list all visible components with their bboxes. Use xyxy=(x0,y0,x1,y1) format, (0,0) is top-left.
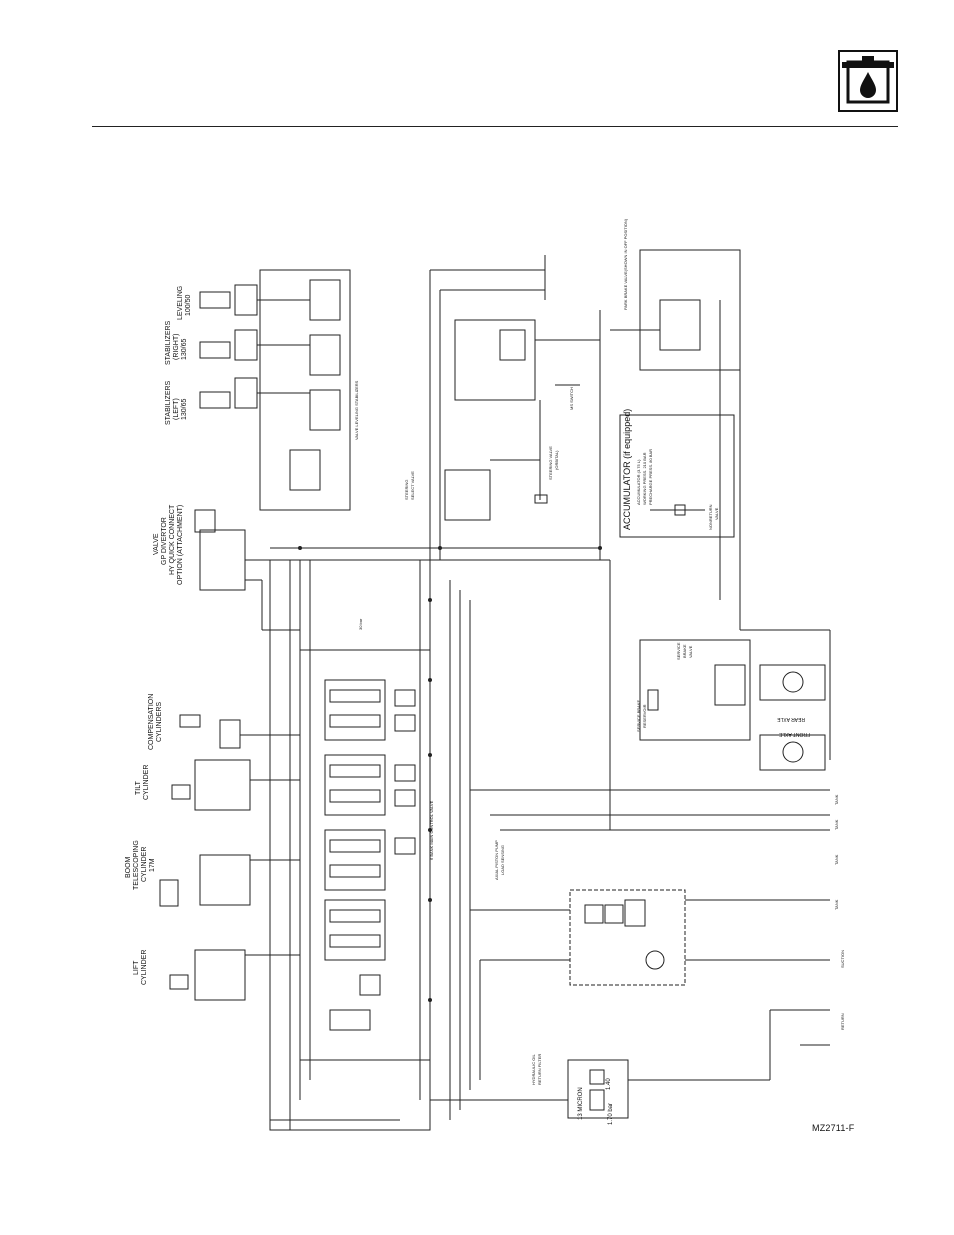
label-main-control: 6 BANK MAIN CONTROL VALVE xyxy=(429,800,434,860)
label-boom-1: BOOM xyxy=(125,856,132,878)
label-leveling: LEVELING xyxy=(177,286,184,320)
label-steering-valve-2: (ORBITAL) xyxy=(554,450,559,470)
label-lift-2: CYLINDER xyxy=(141,950,148,985)
label-stabilizers-left-num: 130/65 xyxy=(181,398,188,420)
label-filter-micron: 13 MICRON xyxy=(578,1087,584,1120)
label-boom-2: TELESCOPING xyxy=(133,840,140,890)
label-service-brake-1: SERVICE xyxy=(676,642,681,660)
label-stabilizers-left: STABILIZERS xyxy=(165,380,172,425)
label-boom-4: 17M xyxy=(149,858,156,872)
label-gp-valve-4: OPTION (ATTACHMENT) xyxy=(177,505,184,585)
label-lift-1: LIFT xyxy=(133,960,140,975)
label-stabilizers-right-side: (RIGHT) xyxy=(173,334,180,360)
label-gp-valve-2: GP DIVERTOR xyxy=(161,517,168,565)
label-stabilizers-right: STABILIZERS xyxy=(165,320,172,365)
label-service-brake-2: BRAKE xyxy=(682,644,687,658)
header-rule xyxy=(92,126,898,127)
label-tank-port-4: TANK xyxy=(834,899,839,910)
label-gp-valve-1: VALVE xyxy=(153,533,160,555)
label-hyd-return: HYDRAULIC OIL xyxy=(531,1054,536,1085)
label-front-axle: FRONT AXLE xyxy=(778,731,810,737)
label-tank-return: RETURN xyxy=(840,1013,845,1030)
label-leveling-num: 100/50 xyxy=(185,294,192,316)
label-acc-detail-2: WORKING PRESS. 210 BAR xyxy=(642,452,647,505)
label-brake-reservoir-1: SERVICE BRAKE xyxy=(636,700,641,732)
label-valve-leveling: VALVE LEVELING STABILIZERS xyxy=(354,380,359,440)
hydraulic-oil-drop-icon xyxy=(838,50,898,112)
label-comp-1: COMPENSATION xyxy=(148,694,155,750)
label-stabilizers-right-num: 130/65 xyxy=(181,338,188,360)
label-comp-2: CYLINDERS xyxy=(156,702,163,742)
label-pump-2: LOAD SENSING xyxy=(500,845,505,875)
label-acc-detail-3: PRECHARGE PRESS. 80 BAR xyxy=(648,449,653,505)
label-boom-3: CYLINDER xyxy=(141,847,148,882)
label-steering-select: STEERING xyxy=(404,480,409,500)
label-tilt-2: CYLINDER xyxy=(143,765,150,800)
label-ms-switch: MS SWITCH xyxy=(569,387,574,410)
label-steering-select-2: SELECT VALVE xyxy=(410,471,415,500)
label-tank-port-1: TANK xyxy=(834,794,839,805)
label-brake-reservoir-2: RESERVOIR xyxy=(642,704,647,728)
label-gp-valve-3: HY QUICK CONNECT xyxy=(169,504,176,575)
label-service-brake-3: VALVE xyxy=(688,645,693,658)
label-nonreturn-2: VALVE xyxy=(714,507,719,520)
label-relief: 30 bar xyxy=(358,618,363,630)
label-filter-bar-low: 1.70 bar xyxy=(608,1103,614,1125)
label-tilt-1: TILT xyxy=(135,780,142,795)
label-tank-port-3: TANK xyxy=(834,854,839,865)
label-steering-valve: STEERING VALVE xyxy=(548,446,553,480)
label-rear-axle: REAR AXLE xyxy=(777,716,805,722)
label-nonreturn: NONRETURN xyxy=(708,504,713,530)
label-park-brake: PARK BRAKE VALVE(SHOWN IN OFF POSITION) xyxy=(623,218,628,310)
label-pump-1: AXIAL PISTON PUMP xyxy=(494,840,499,880)
label-tank-port-2: TANK xyxy=(834,819,839,830)
label-filter-bar: 1.40 xyxy=(606,1078,612,1090)
label-stabilizers-left-side: (LEFT) xyxy=(173,398,180,420)
figure-id: MZ2711-F xyxy=(812,1123,855,1133)
label-hyd-return-2: RETURN FILTER xyxy=(537,1054,542,1085)
label-tank-suction: SUCTION xyxy=(840,950,845,968)
label-accumulator: ACCUMULATOR (if equipped) xyxy=(622,409,632,530)
label-acc-detail-1: ACCUMULATOR (3.75 L) xyxy=(636,459,641,505)
